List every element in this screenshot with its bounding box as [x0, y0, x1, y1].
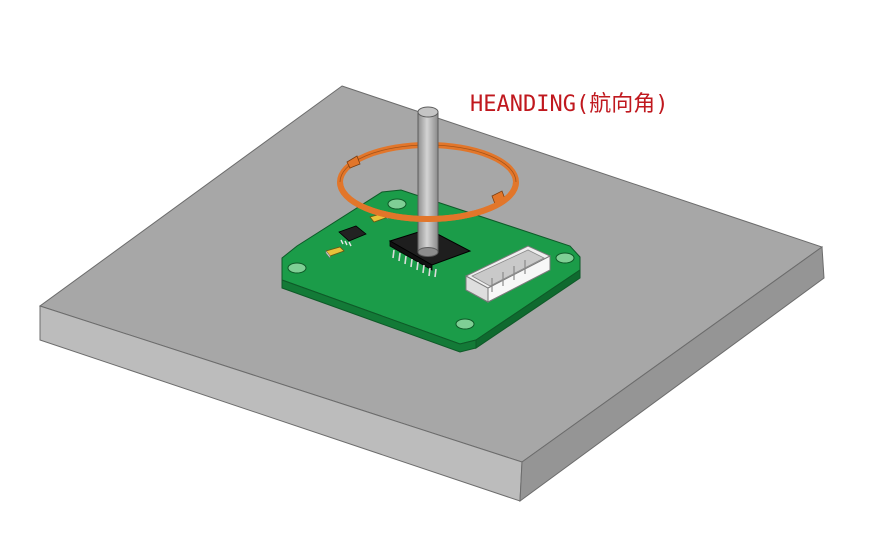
mounting-hole-bottom: [455, 318, 475, 330]
capacitor-1: [325, 246, 345, 259]
shaft: [417, 106, 439, 257]
mounting-hole-left: [287, 262, 307, 274]
pcb-board: [281, 189, 581, 353]
connector-header: [465, 245, 551, 303]
ring-front-arc: [337, 181, 519, 222]
small-chip: [338, 225, 367, 247]
shaft-top: [417, 106, 439, 118]
ring-clip-left: [346, 155, 361, 169]
heading-annotation-label: HEANDING(航向角): [470, 92, 669, 117]
plate-side-face: [519, 246, 825, 503]
pcb-edge-right: [475, 269, 581, 349]
mounting-hole-top: [387, 198, 407, 210]
shaft-base: [417, 247, 439, 257]
mounting-hole-right: [555, 252, 575, 264]
